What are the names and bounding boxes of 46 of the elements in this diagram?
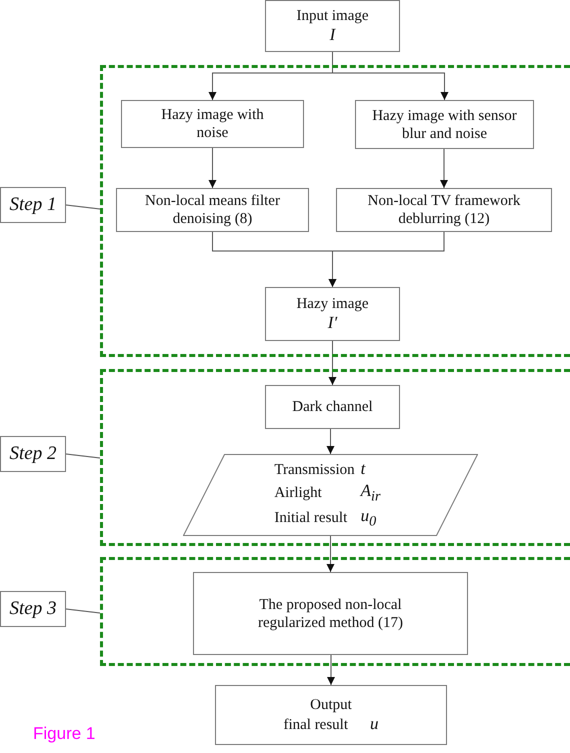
leader-line [66,204,100,210]
math-symbol: A$_{ir}$ [360,480,382,506]
process-box [121,100,304,148]
process-box [265,0,400,52]
step-label: Step 2 [0,436,66,472]
step-group-frame [100,369,570,546]
node-text: Dark channel [292,398,373,416]
arrow [327,654,335,686]
figure-caption: Figure 1 [33,724,96,744]
arrow [326,536,334,572]
math-symbol: I′ [328,312,338,334]
arrow [208,148,216,188]
node-text: Non-local TV framework deblurring (12) [366,192,522,228]
process-box [355,100,534,149]
node-text: Hazy image [296,294,369,313]
math-symbol: u$_{0}$ [360,506,378,531]
leader-line [66,454,100,458]
node-text: final result [283,716,348,734]
process-box [336,188,552,232]
node-text: Initial result [274,509,348,528]
step-group-frame [100,557,570,666]
step-group-frame [100,65,570,357]
arrow [328,340,336,386]
node-text: Output [310,696,352,714]
step-label: Step 3 [0,591,66,627]
node-text: Input image [296,6,369,25]
math-symbol: I [330,24,336,46]
node-text: Hazy image with noise [160,106,265,142]
math-symbol: t [360,459,367,480]
process-box [116,188,309,232]
arrow [326,428,334,454]
step-label: Step 1 [0,187,66,223]
arrow [328,232,444,288]
arrow [332,52,448,100]
node-text: Transmission [274,460,355,479]
process-box [265,287,400,341]
node-text: Non-local means filter denoising (8) [144,192,281,228]
process-box [215,685,447,745]
process-box [265,385,400,429]
arrow [440,148,448,188]
node-text: Airlight [274,484,323,502]
process-box [193,572,468,655]
leader-line [66,608,100,614]
math-symbol: u [370,714,379,734]
node-text: Hazy image with sensor blur and noise [371,106,518,142]
node-text: The proposed non-local regularized method (17) [257,596,404,632]
